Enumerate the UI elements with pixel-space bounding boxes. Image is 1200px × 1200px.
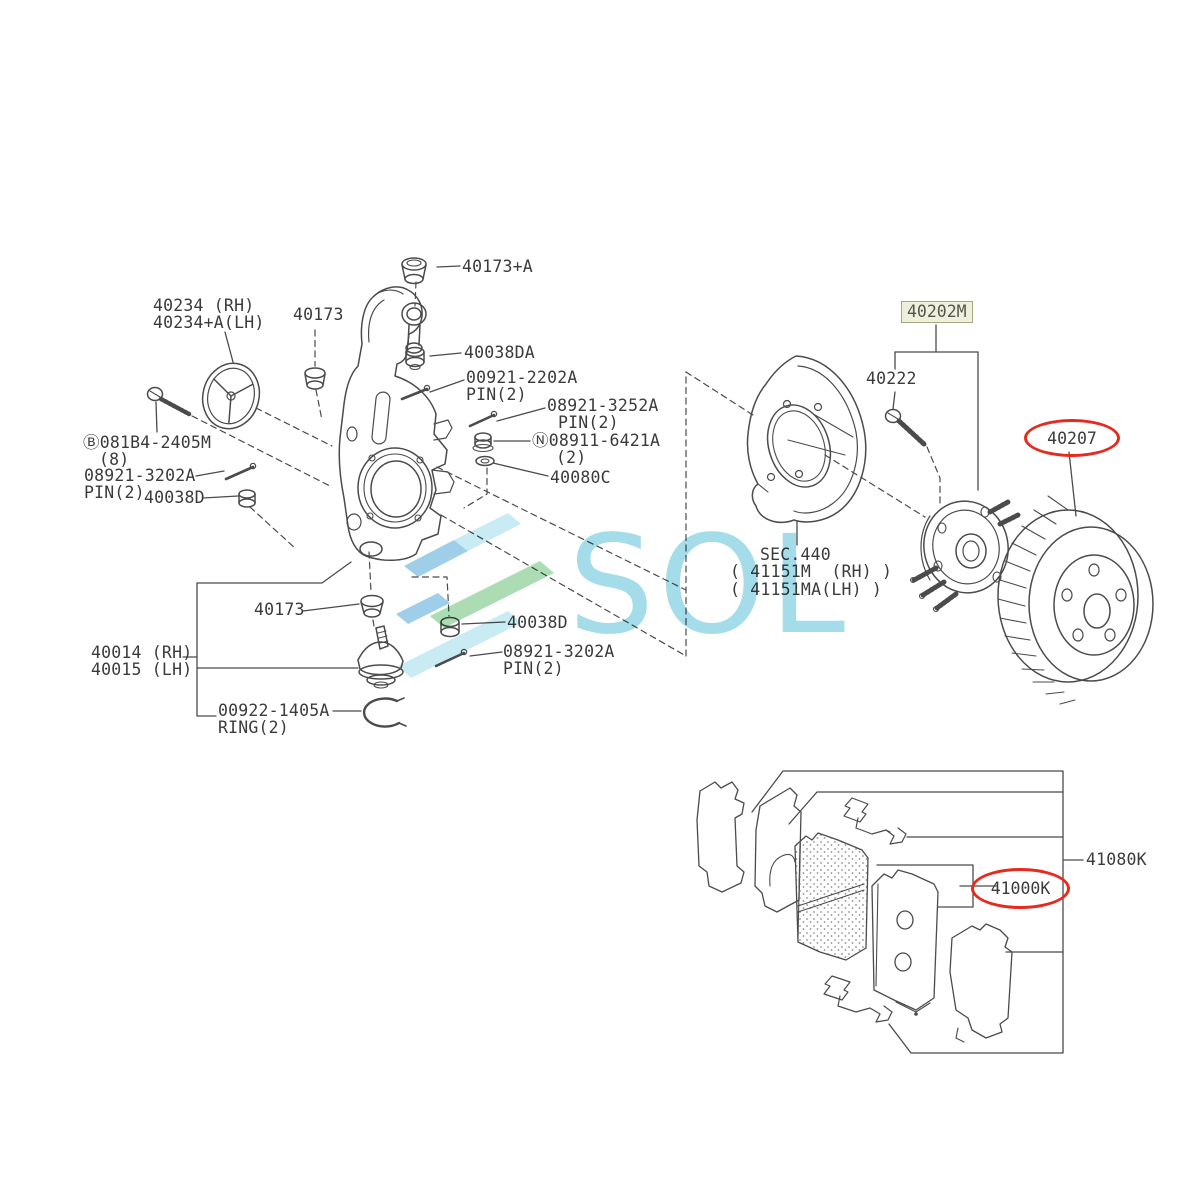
pad-shim-right [949, 923, 1013, 1039]
part-label-08921-3202a-mid: 08921-3202A [503, 642, 615, 661]
hub-assembly-drawing [909, 499, 1021, 613]
part-callout-41000k[interactable]: 41000K [971, 868, 1070, 909]
part-label-40234-rh: 40234 (RH) [153, 296, 255, 315]
part-label-40222: 40222 [866, 369, 917, 388]
rotor-vent-hatching [997, 495, 1076, 705]
part-label-sec440: SEC.440 [760, 545, 831, 564]
cotter-pin-00921-drawing [400, 384, 431, 401]
part-label-081b4-2405m: Ⓑ081B4-2405M [83, 433, 212, 452]
part-label-40038da: 40038DA [464, 343, 535, 362]
part-label-3202-left-pin-qty: PIN(2) [84, 483, 145, 502]
part-label-40207: 40207 [1047, 428, 1097, 448]
bushing-40173-mid-drawing [360, 594, 384, 618]
part-label-41151ma: ( 41151MA(LH) ) [730, 580, 883, 599]
cotter-pin-3202-left-drawing [224, 462, 257, 481]
brake-pad-kit-drawing [696, 770, 1064, 1054]
bushing-40173-top-drawing [304, 367, 326, 390]
part-label-41000k: 41000K [990, 879, 1051, 898]
nut-40038DA-drawing [405, 346, 425, 371]
nut-40038D-mid-drawing [440, 616, 460, 638]
part-label-ring-qty: RING(2) [218, 718, 289, 737]
ball-joint-drawing [357, 625, 404, 689]
bushing-40173A-drawing [401, 257, 427, 285]
part-label-40014: 40014 (RH) [91, 643, 193, 662]
part-label-40015: 40015 (LH) [91, 660, 193, 679]
part-label-40234-lh: 40234+A(LH) [153, 313, 265, 332]
part-callout-40202m[interactable]: 40202M [901, 301, 973, 323]
pad-retainer-clip-bottom [823, 975, 893, 1023]
gravel-shield-40234-drawing [201, 362, 261, 430]
pad-shim-inner-left [754, 787, 802, 913]
part-label-3252-pin-qty: PIN(2) [558, 413, 619, 432]
pad-shim-outer-left [696, 781, 745, 893]
part-label-40173-top: 40173 [293, 305, 344, 324]
part-label-3202-mid-pin-qty: PIN(2) [503, 659, 564, 678]
brake-rotor-drawing [997, 495, 1154, 705]
part-label-40038d-mid: 40038D [507, 613, 568, 632]
dust-shield-drawing [746, 355, 867, 524]
pad-kit-inner-boundary [788, 791, 1064, 825]
snap-ring-drawing [362, 697, 407, 728]
part-label-08911-qty: (2) [556, 448, 587, 467]
part-label-08921-3252a: 08921-3252A [547, 396, 659, 415]
cotter-pin-3202-mid-drawing [434, 648, 468, 668]
part-label-00921-pin-qty: PIN(2) [466, 385, 527, 404]
part-label-00922-1405a: 00922-1405A [218, 701, 330, 720]
bolt-40222-drawing [884, 408, 928, 448]
leader-lines [155, 265, 1084, 887]
steering-knuckle-drawing [338, 286, 455, 561]
part-label-08921-3202a-left: 08921-3202A [84, 466, 196, 485]
part-label-40173a: 40173+A [462, 257, 533, 276]
part-callout-40207[interactable]: 40207 [1024, 419, 1120, 457]
cotter-pin-3252-drawing [468, 410, 498, 428]
part-label-081b4-qty: (8) [99, 450, 130, 469]
part-label-00921-2202a: 00921-2202A [466, 368, 578, 387]
bolt-081B4-drawing [146, 386, 192, 417]
part-label-40173-mid: 40173 [254, 600, 305, 619]
part-label-41080k: 41080K [1086, 850, 1147, 869]
pad-kit-outer-boundary [751, 770, 1064, 1054]
nut-40038D-left-drawing [238, 489, 256, 508]
dashed-alignment-lines [191, 281, 941, 657]
part-label-08911-6421a: Ⓝ08911-6421A [532, 431, 661, 450]
washer-40080C-drawing [475, 455, 495, 467]
part-label-40080c: 40080C [550, 468, 611, 487]
brake-pad-outer [794, 832, 869, 961]
part-label-41151m: ( 41151M (RH) ) [730, 562, 893, 581]
nut-08911-drawing [472, 432, 494, 453]
brake-pad-inner [871, 869, 939, 1011]
pad-retainer-clip-top [843, 797, 907, 845]
part-label-40038d-left: 40038D [144, 488, 205, 507]
